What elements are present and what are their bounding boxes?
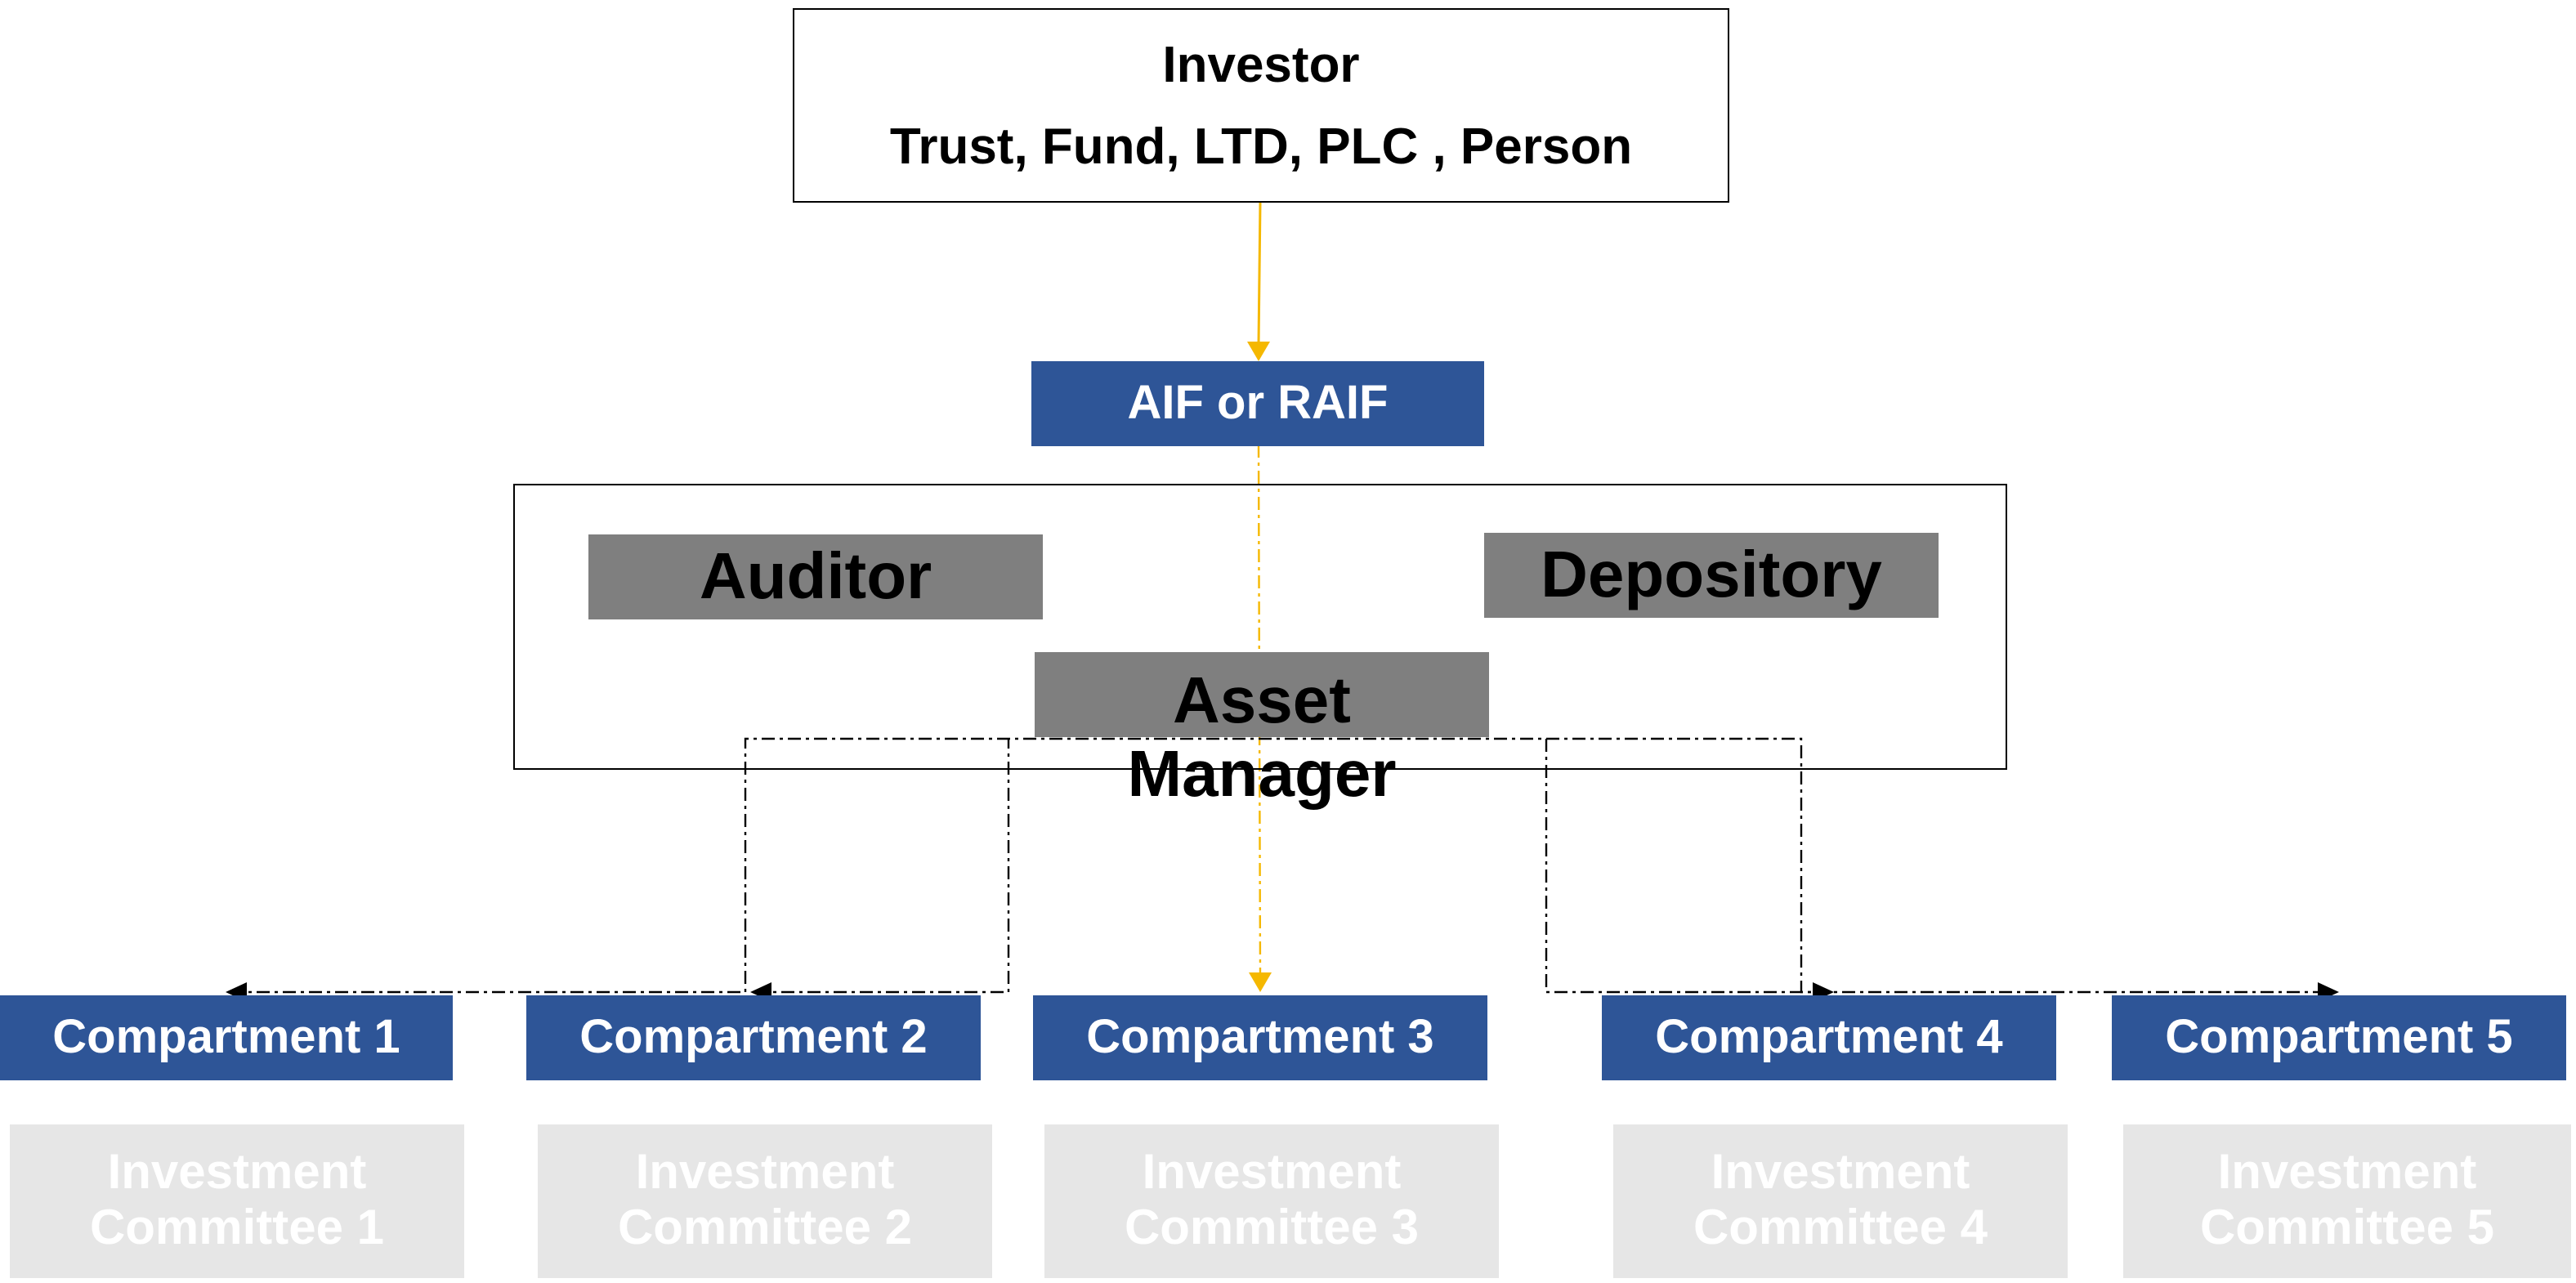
investment-committee-5: Investment Committee 5	[2123, 1124, 2571, 1278]
connector-compartment-2	[755, 739, 1010, 994]
fund-box: AIF or RAIF	[1031, 361, 1484, 446]
investor-title: Investor	[1162, 35, 1360, 92]
investment-committee-1: Investment Committee 1	[10, 1124, 464, 1278]
committee-label: Investment Committee 1	[89, 1146, 385, 1255]
investment-committee-3: Investment Committee 3	[1044, 1124, 1499, 1278]
auditor-box: Auditor	[588, 534, 1043, 619]
connector-compartment-1-2	[230, 737, 1259, 994]
investor-box: Investor Trust, Fund, LTD, PLC , Person	[793, 8, 1729, 203]
depository-box: Depository	[1484, 533, 1939, 618]
investor-types: Trust, Fund, LTD, PLC , Person	[889, 117, 1633, 174]
compartment-3: Compartment 3	[1033, 995, 1487, 1080]
compartment-label: Compartment 3	[1086, 1011, 1434, 1063]
compartment-5: Compartment 5	[2112, 995, 2566, 1080]
auditor-label: Auditor	[699, 540, 932, 612]
asset-manager-label: Asset Manager	[1127, 665, 1397, 811]
investment-committee-4: Investment Committee 4	[1613, 1124, 2068, 1278]
compartment-label: Compartment 5	[2165, 1011, 2513, 1063]
investor-to-fund-arrow	[1257, 202, 1262, 346]
committee-label: Investment Committee 3	[1124, 1146, 1420, 1255]
connector-compartment-4	[1259, 737, 1816, 994]
committee-label: Investment Committee 2	[617, 1146, 913, 1255]
committee-label: Investment Committee 5	[2199, 1146, 2495, 1255]
compartment-4: Compartment 4	[1602, 995, 2056, 1080]
asset-manager-box: Asset Manager	[1035, 652, 1489, 811]
compartment-label: Compartment 1	[52, 1011, 400, 1063]
service-providers-group	[513, 484, 2007, 770]
investor-to-fund-arrowhead	[1247, 342, 1270, 361]
compartment-label: Compartment 2	[579, 1011, 928, 1063]
investment-committee-2: Investment Committee 2	[538, 1124, 992, 1278]
fund-label: AIF or RAIF	[1127, 377, 1389, 429]
connector-compartment-4-5	[1546, 737, 2334, 994]
committee-label: Investment Committee 4	[1693, 1146, 1988, 1255]
compartment-label: Compartment 4	[1655, 1011, 2003, 1063]
compartment-2: Compartment 2	[526, 995, 981, 1080]
fund-to-compartment-3-arrowhead	[1249, 972, 1272, 992]
compartment-1: Compartment 1	[0, 995, 453, 1080]
depository-label: Depository	[1541, 539, 1882, 610]
